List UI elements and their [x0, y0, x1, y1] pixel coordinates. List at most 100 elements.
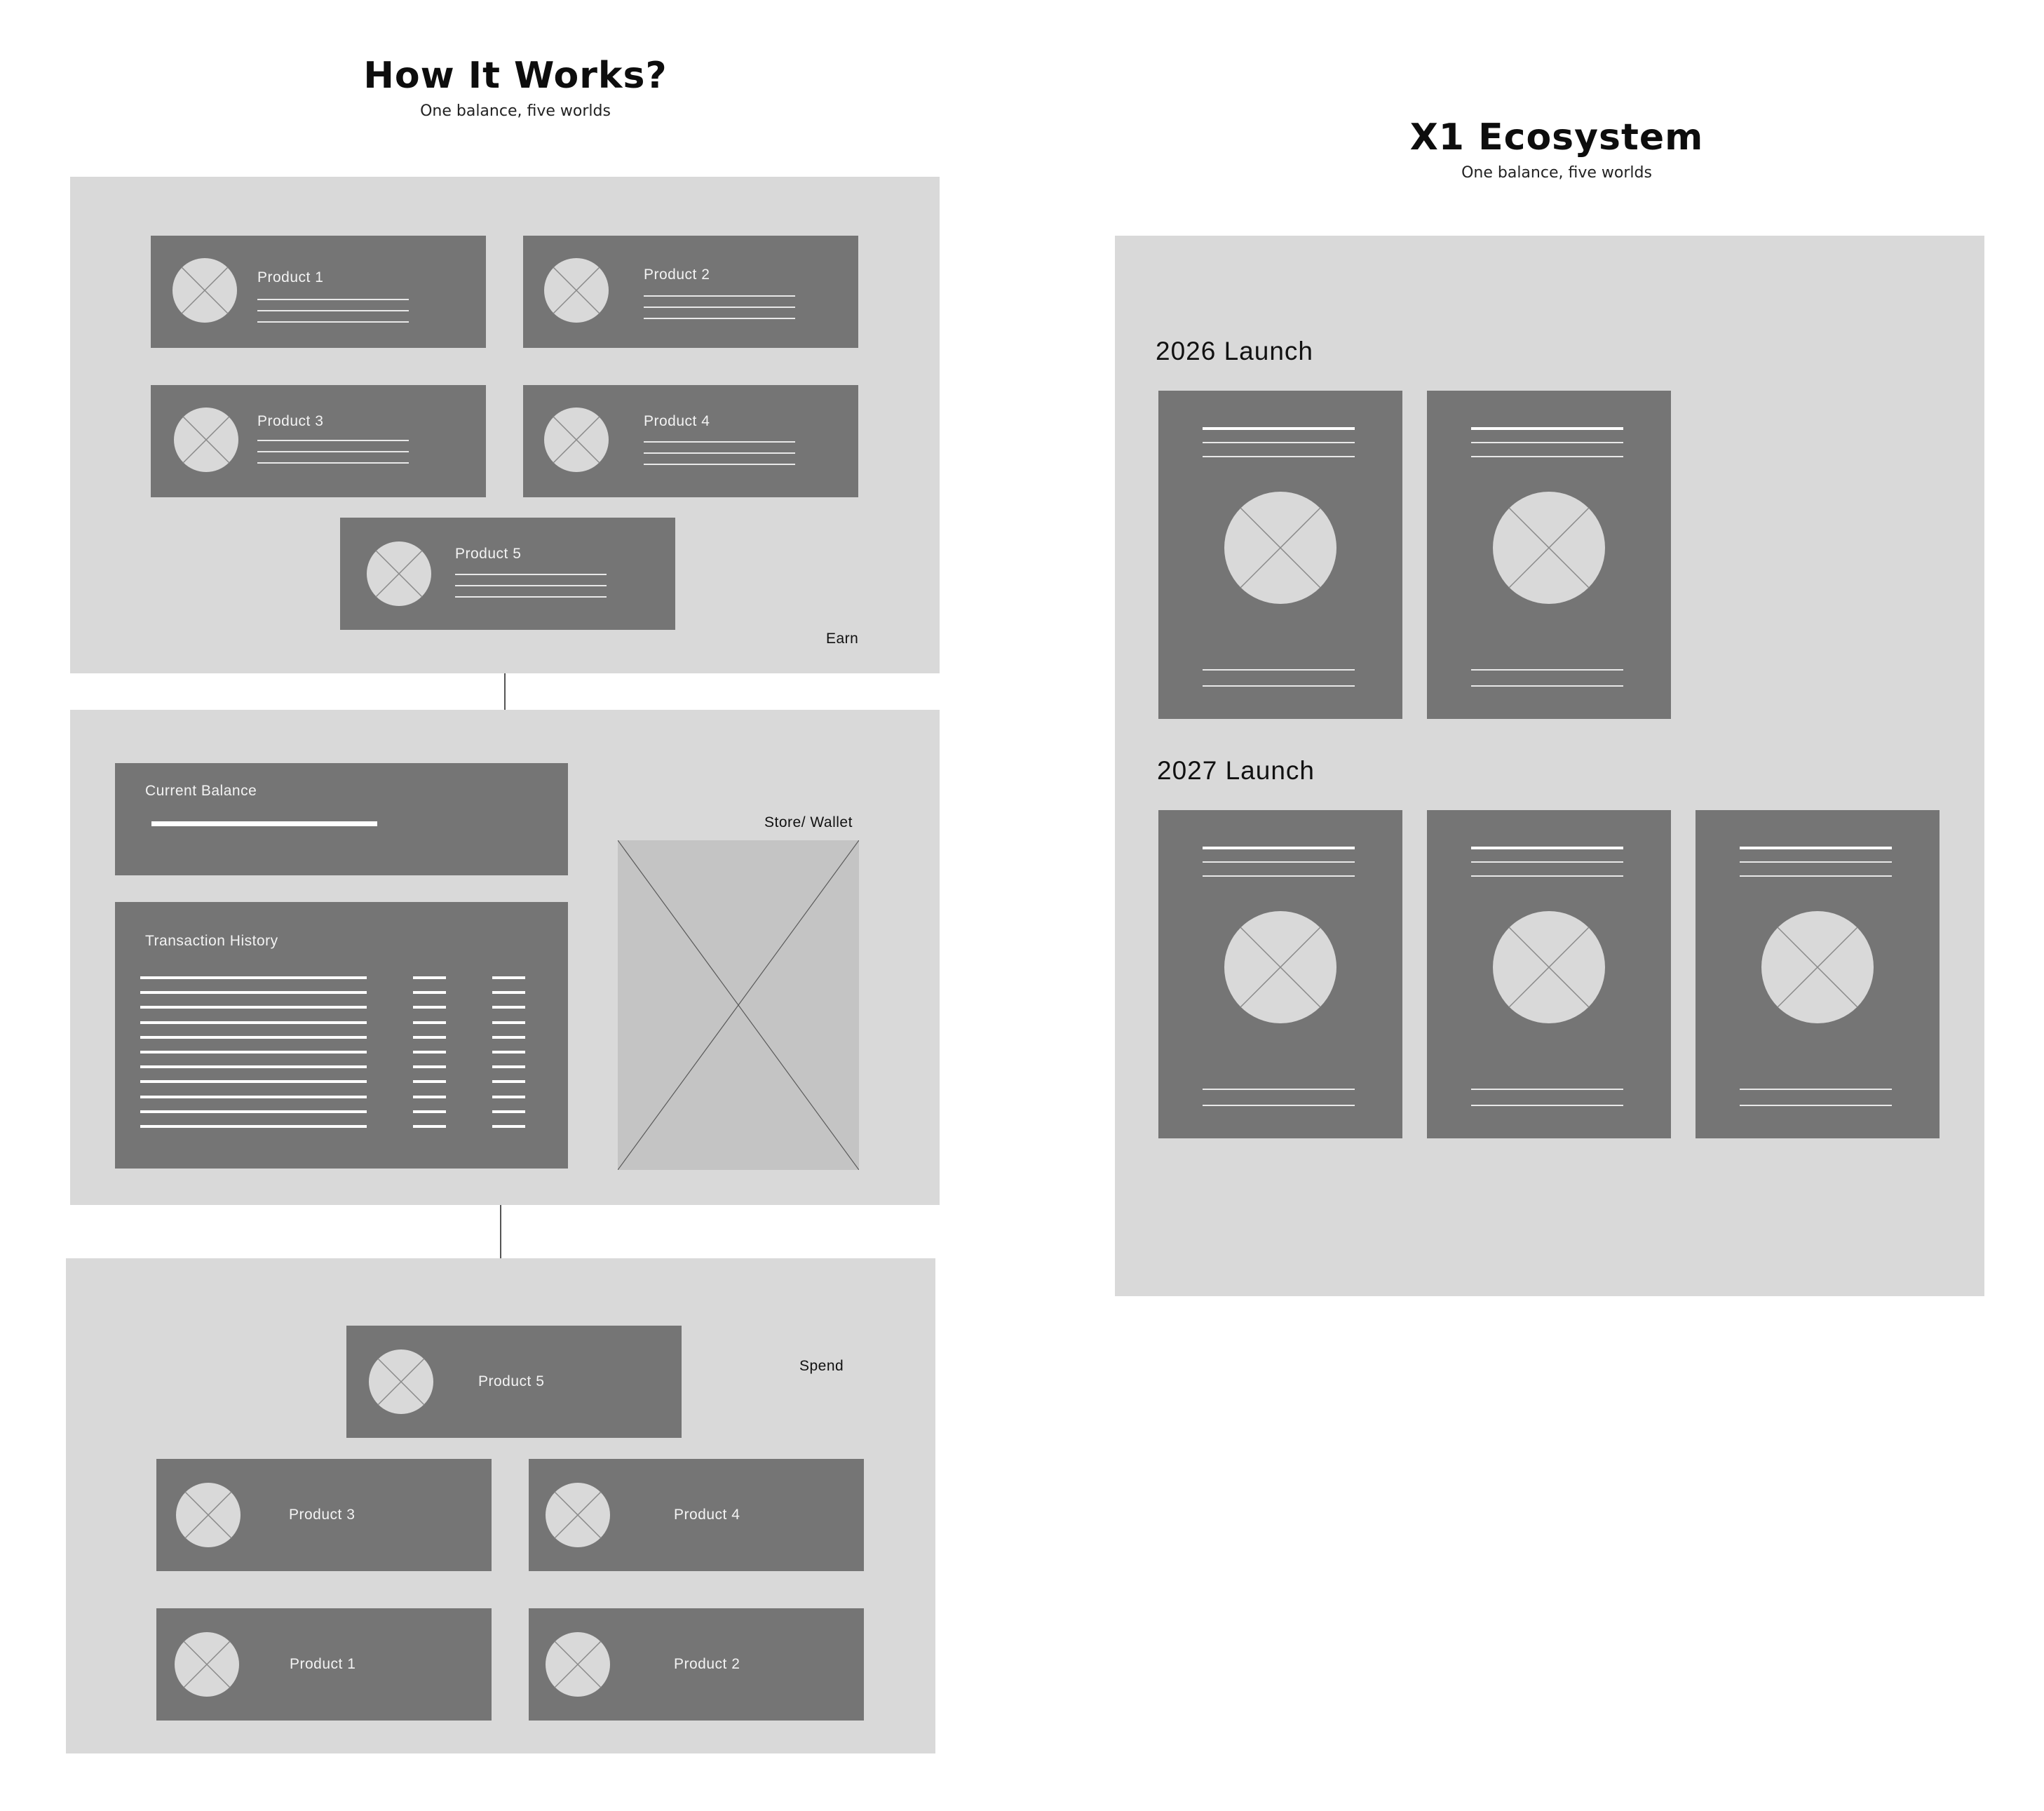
card-text-line	[1203, 847, 1355, 849]
card-text-line	[1471, 442, 1623, 443]
spend-product-card-5[interactable]: Product 5	[346, 1326, 682, 1438]
card-text-line	[1740, 861, 1892, 863]
text-line	[257, 440, 409, 441]
card-text-line	[1471, 427, 1623, 430]
product-label: Product 1	[257, 269, 324, 285]
transaction-row-line	[492, 1051, 525, 1053]
launch-card[interactable]	[1158, 810, 1402, 1138]
transaction-history-card[interactable]: Transaction History	[115, 902, 568, 1169]
earn-to-wallet-connector	[504, 673, 506, 710]
earn-product-card-5[interactable]: Product 5	[340, 518, 675, 630]
transaction-row-line	[413, 1021, 446, 1024]
launch-card[interactable]	[1158, 391, 1402, 719]
transaction-row-line	[492, 1080, 525, 1084]
card-footer-line	[1471, 1089, 1623, 1090]
transaction-row-line	[140, 976, 367, 979]
transaction-row-line	[492, 1125, 525, 1128]
transaction-row-line	[140, 1051, 367, 1053]
product-label: Product 4	[674, 1507, 740, 1523]
card-text-line	[1740, 875, 1892, 877]
spend-product-card-3[interactable]: Product 3	[156, 1459, 492, 1571]
transaction-row-line	[492, 1006, 525, 1009]
image-placeholder-icon	[369, 1349, 433, 1414]
card-text-line	[1203, 427, 1355, 430]
x1-ecosystem-subtitle: One balance, five worlds	[1461, 164, 1652, 182]
earn-product-card-4[interactable]: Product 4	[523, 385, 858, 497]
spend-tag: Spend	[799, 1358, 844, 1374]
product-label: Product 3	[289, 1507, 356, 1523]
transaction-row-line	[140, 1095, 367, 1098]
text-line	[644, 307, 795, 308]
text-line	[644, 318, 795, 319]
card-footer-line	[1471, 1105, 1623, 1106]
transaction-row-line	[413, 991, 446, 995]
transaction-history-label: Transaction History	[145, 933, 278, 949]
spend-product-card-4[interactable]: Product 4	[529, 1459, 864, 1571]
card-text-line	[1203, 875, 1355, 877]
text-line	[257, 321, 409, 323]
launch-card[interactable]	[1427, 810, 1671, 1138]
card-footer-line	[1203, 685, 1355, 687]
card-text-line	[1203, 456, 1355, 457]
card-text-line	[1471, 861, 1623, 863]
card-text-line	[1203, 442, 1355, 443]
text-line	[644, 464, 795, 465]
card-footer-line	[1471, 685, 1623, 687]
text-line	[455, 585, 607, 586]
wallet-to-spend-connector	[500, 1205, 501, 1258]
text-line	[644, 295, 795, 297]
transaction-row-line	[492, 1095, 525, 1098]
transaction-row-line	[413, 1080, 446, 1084]
card-text-line	[1203, 861, 1355, 863]
transaction-row-line	[140, 1080, 367, 1084]
how-it-works-title: How It Works?	[363, 55, 668, 97]
image-placeholder-icon	[367, 541, 431, 606]
transaction-row-line	[492, 991, 525, 995]
image-placeholder-icon	[1493, 492, 1605, 604]
transaction-row-line	[140, 1035, 367, 1039]
card-text-line	[1471, 875, 1623, 877]
earn-product-card-1[interactable]: Product 1	[151, 236, 486, 348]
current-balance-card[interactable]: Current Balance	[115, 763, 568, 875]
earn-product-card-2[interactable]: Product 2	[523, 236, 858, 348]
text-line	[257, 462, 409, 464]
transaction-row-line	[413, 1095, 446, 1098]
transaction-row-line	[413, 1006, 446, 1009]
spend-product-card-2[interactable]: Product 2	[529, 1608, 864, 1721]
image-placeholder-icon	[172, 258, 237, 323]
card-footer-line	[1740, 1105, 1892, 1106]
transaction-row-line	[413, 1051, 446, 1053]
text-line	[455, 574, 607, 575]
earn-product-card-3[interactable]: Product 3	[151, 385, 486, 497]
card-footer-line	[1203, 1089, 1355, 1090]
transaction-row-line	[413, 976, 446, 979]
spend-product-card-1[interactable]: Product 1	[156, 1608, 492, 1721]
launch-card[interactable]	[1427, 391, 1671, 719]
card-footer-line	[1740, 1089, 1892, 1090]
product-label: Product 4	[644, 413, 710, 429]
transaction-row-line	[492, 976, 525, 979]
launch-card[interactable]	[1696, 810, 1940, 1138]
transaction-row-line	[492, 1035, 525, 1039]
transaction-row-line	[140, 991, 367, 995]
text-line	[644, 452, 795, 454]
card-text-line	[1471, 456, 1623, 457]
launch-2027-title: 2027 Launch	[1157, 756, 1315, 785]
launch-2026-title: 2026 Launch	[1156, 337, 1313, 365]
image-placeholder-icon	[1224, 492, 1336, 604]
product-label: Product 5	[478, 1373, 545, 1389]
image-placeholder-icon	[544, 408, 609, 472]
text-line	[257, 451, 409, 452]
image-placeholder-icon	[546, 1632, 610, 1697]
transaction-row-line	[140, 1021, 367, 1024]
image-placeholder-icon	[174, 408, 238, 472]
text-line	[257, 299, 409, 300]
card-text-line	[1471, 847, 1623, 849]
balance-value-bar	[151, 821, 377, 826]
image-placeholder-icon	[175, 1632, 239, 1697]
earn-tag: Earn	[826, 631, 859, 647]
image-placeholder-icon	[1761, 911, 1874, 1023]
store-wallet-label: Store/ Wallet	[764, 814, 853, 830]
transaction-row-line	[413, 1110, 446, 1113]
transaction-row-line	[413, 1125, 446, 1128]
